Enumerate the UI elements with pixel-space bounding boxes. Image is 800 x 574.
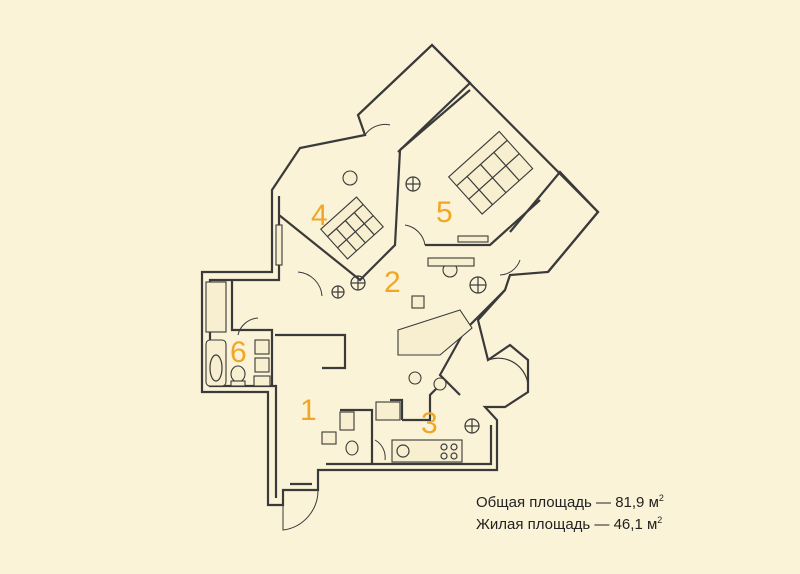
entrance-door bbox=[282, 489, 319, 531]
doors bbox=[237, 123, 521, 531]
bath-shelf bbox=[205, 281, 227, 333]
toilet-tank-bath bbox=[230, 380, 246, 387]
door-balcony-top bbox=[364, 123, 391, 136]
stool-1 bbox=[408, 371, 422, 385]
toilet-wc bbox=[345, 440, 359, 456]
wall-kitchen-top bbox=[402, 384, 441, 422]
shelf-wc bbox=[339, 411, 355, 431]
room-number-5: 5 bbox=[436, 196, 453, 229]
plant-room2-a bbox=[331, 285, 345, 299]
counter-room2 bbox=[397, 309, 473, 356]
interior-walls bbox=[230, 89, 541, 464]
wall-kitchen-left bbox=[340, 398, 404, 464]
plant-kitchen bbox=[464, 418, 480, 434]
wall-corridor bbox=[275, 333, 347, 370]
bay-window-right bbox=[509, 170, 600, 273]
wardrobe-room4 bbox=[275, 224, 283, 266]
plant-room2-c bbox=[469, 276, 487, 294]
bathtub bbox=[205, 339, 227, 387]
bed-room4 bbox=[320, 196, 384, 260]
living-area-label: Жилая площадь — 46,1 м bbox=[476, 516, 658, 533]
outer-walls bbox=[200, 43, 600, 507]
chair-room4 bbox=[342, 170, 358, 186]
stool-2 bbox=[433, 377, 447, 391]
door-bath bbox=[237, 317, 259, 336]
fridge bbox=[375, 401, 401, 421]
room-labels: 1 2 3 4 5 6 bbox=[230, 196, 453, 440]
sink-bath-2 bbox=[254, 357, 270, 373]
furniture bbox=[205, 130, 534, 463]
washer bbox=[253, 375, 271, 387]
plant-room2-b bbox=[350, 275, 366, 291]
door-room5 bbox=[404, 224, 426, 246]
room-number-1: 1 bbox=[300, 394, 317, 427]
bathtub-drain bbox=[209, 354, 223, 382]
coffee-table bbox=[411, 295, 425, 309]
total-area-unit-power: 2 bbox=[658, 493, 664, 503]
door-room4 bbox=[297, 271, 323, 297]
bay-window-top bbox=[357, 43, 472, 153]
kitchen-sink bbox=[396, 444, 410, 458]
desk-room2 bbox=[427, 257, 475, 267]
room-number-2: 2 bbox=[384, 266, 401, 299]
plant-room4 bbox=[405, 176, 421, 192]
door-wc bbox=[374, 439, 386, 461]
outer-wall-inner bbox=[208, 196, 493, 498]
stove-2 bbox=[450, 443, 458, 451]
room-number-4: 4 bbox=[311, 199, 328, 232]
total-area-label: Общая площадь — 81,9 м bbox=[476, 494, 659, 511]
wall-room4-bottom bbox=[278, 149, 402, 282]
wall-room5-bottom bbox=[425, 199, 541, 247]
wall-room2-right bbox=[438, 289, 506, 396]
bed-room5 bbox=[447, 130, 534, 215]
total-area-text: Общая площадь — 81,9 м2 bbox=[476, 493, 664, 511]
balcony-semicircle bbox=[487, 357, 529, 408]
stove-1 bbox=[440, 443, 448, 451]
stove-3 bbox=[440, 452, 448, 460]
room-number-6: 6 bbox=[230, 336, 247, 369]
door-room2-right bbox=[499, 259, 521, 276]
room-number-3: 3 bbox=[421, 407, 438, 440]
living-area-text: Жилая площадь — 46,1 м2 bbox=[476, 515, 662, 533]
stove-4 bbox=[450, 452, 458, 460]
sink-wc bbox=[321, 431, 337, 445]
wall-bath-right bbox=[230, 280, 274, 386]
wall-room5-left bbox=[399, 89, 471, 151]
living-area-unit-power: 2 bbox=[657, 515, 663, 525]
kitchen-counter bbox=[391, 439, 463, 463]
dresser-room5 bbox=[457, 235, 489, 243]
sink-bath-1 bbox=[254, 339, 270, 355]
